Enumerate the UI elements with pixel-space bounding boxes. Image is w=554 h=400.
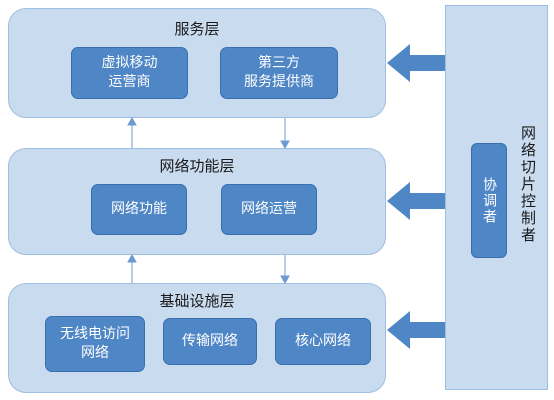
transport-network-box: 传输网络 (163, 318, 257, 365)
infrastructure-layer-title: 基础设施层 (159, 292, 235, 310)
network-function-box: 网络功能 (91, 184, 187, 235)
arrow-up-network-to-service-head (127, 116, 137, 126)
controller-arrow-network-function (387, 182, 445, 220)
arrow-up-infra-to-network-head (127, 253, 137, 263)
network-function-layer: 网络功能层 (8, 148, 386, 255)
arrow-down-network-to-infra-head (280, 275, 290, 285)
core-network-box: 核心网络 (275, 318, 371, 365)
controller-arrow-service (387, 44, 445, 82)
radio-access-network-box: 无线电访问 网络 (45, 316, 145, 372)
arrow-down-service-to-network-head (280, 140, 290, 150)
network-operation-box: 网络运营 (221, 184, 317, 235)
coordinator-label: 协调者 (481, 176, 497, 225)
third-party-provider-box: 第三方 服务提供商 (220, 47, 338, 99)
network-function-layer-title: 网络功能层 (159, 157, 235, 175)
controller-arrow-infrastructure (387, 311, 445, 349)
coordinator-box: 协调者 (471, 143, 507, 258)
virtual-mobile-operator-box: 虚拟移动 运营商 (71, 47, 188, 99)
service-layer-title: 服务层 (174, 20, 220, 38)
slice-controller-title: 网络切片控制者 (519, 125, 537, 244)
